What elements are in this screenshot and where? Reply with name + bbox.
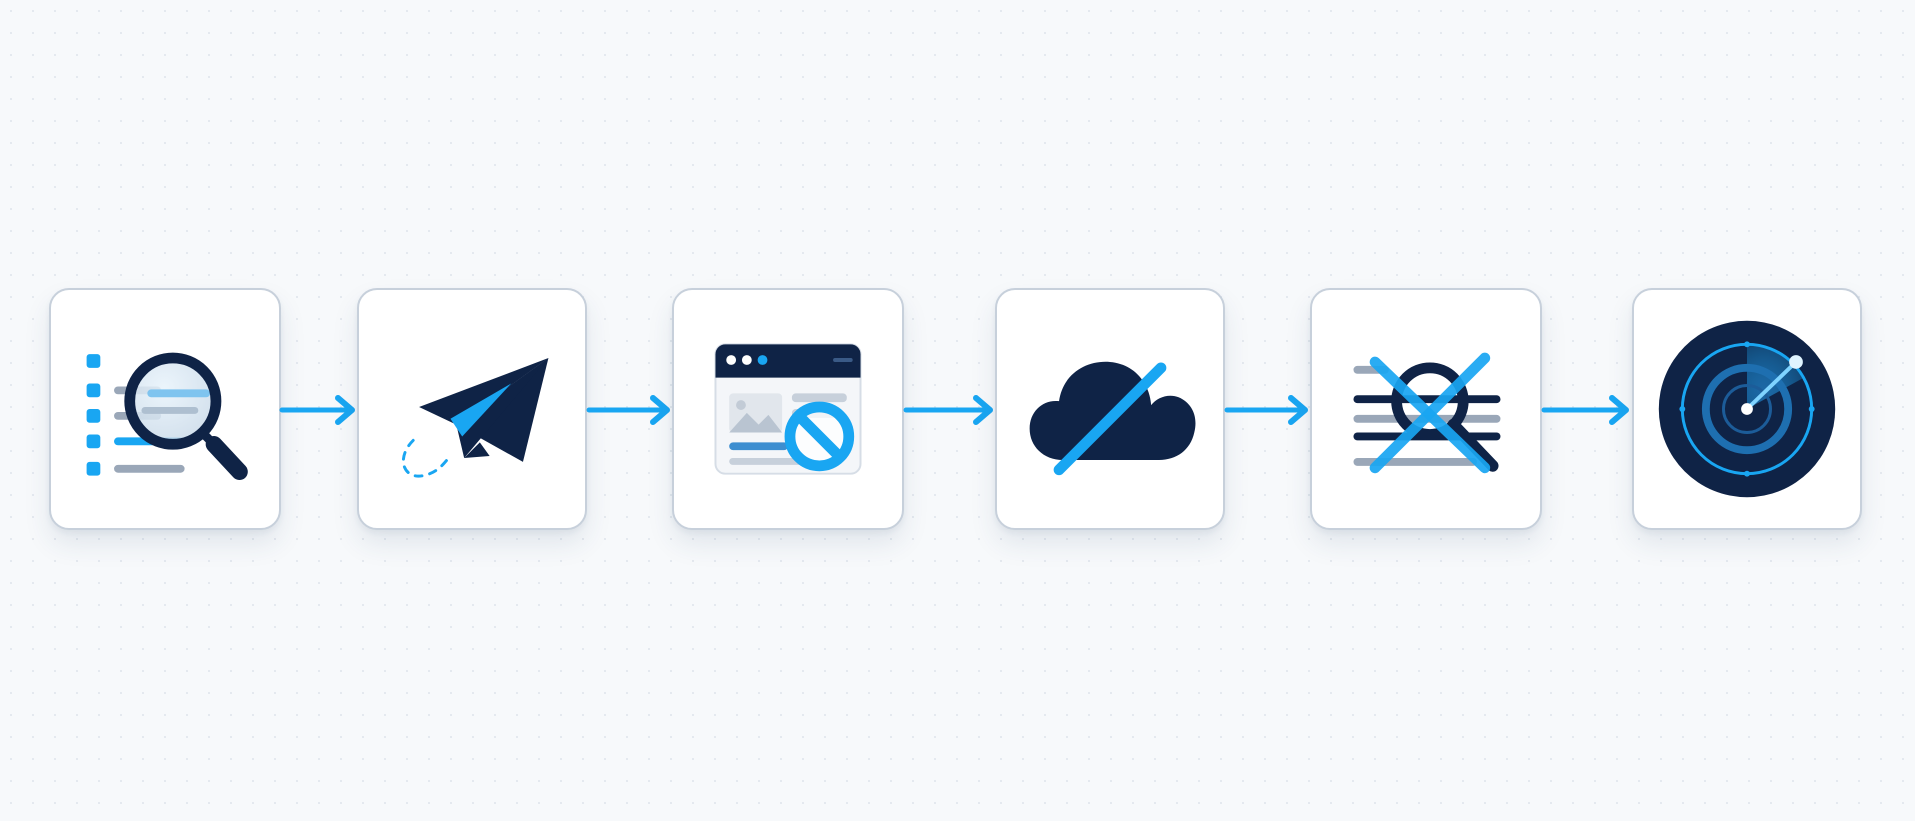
blocked-webpage-icon <box>714 343 862 475</box>
arrow-right-icon <box>1541 395 1629 425</box>
step-card-send <box>357 288 587 530</box>
step-card-cloud-off <box>995 288 1225 530</box>
paper-plane-icon <box>402 358 549 478</box>
flow-arrow-1 <box>279 392 360 428</box>
arrow-right-icon <box>279 395 355 425</box>
flow-arrow-3 <box>903 392 998 428</box>
step-card-search-list <box>49 288 281 530</box>
search-cancelled-icon <box>1353 352 1501 474</box>
arrow-right-icon <box>903 395 993 425</box>
flow-arrow-4 <box>1224 392 1313 428</box>
step-card-blocked-page <box>672 288 904 530</box>
magnifier-list-icon <box>86 352 248 481</box>
step-card-radar <box>1632 288 1862 530</box>
arrow-right-icon <box>1224 395 1308 425</box>
step-card-search-cancelled <box>1310 288 1542 530</box>
cloud-off-icon <box>1029 361 1196 476</box>
arrow-right-icon <box>586 395 670 425</box>
radar-icon <box>1658 320 1836 498</box>
flow-arrow-5 <box>1541 392 1634 428</box>
flow-arrow-2 <box>586 392 675 428</box>
